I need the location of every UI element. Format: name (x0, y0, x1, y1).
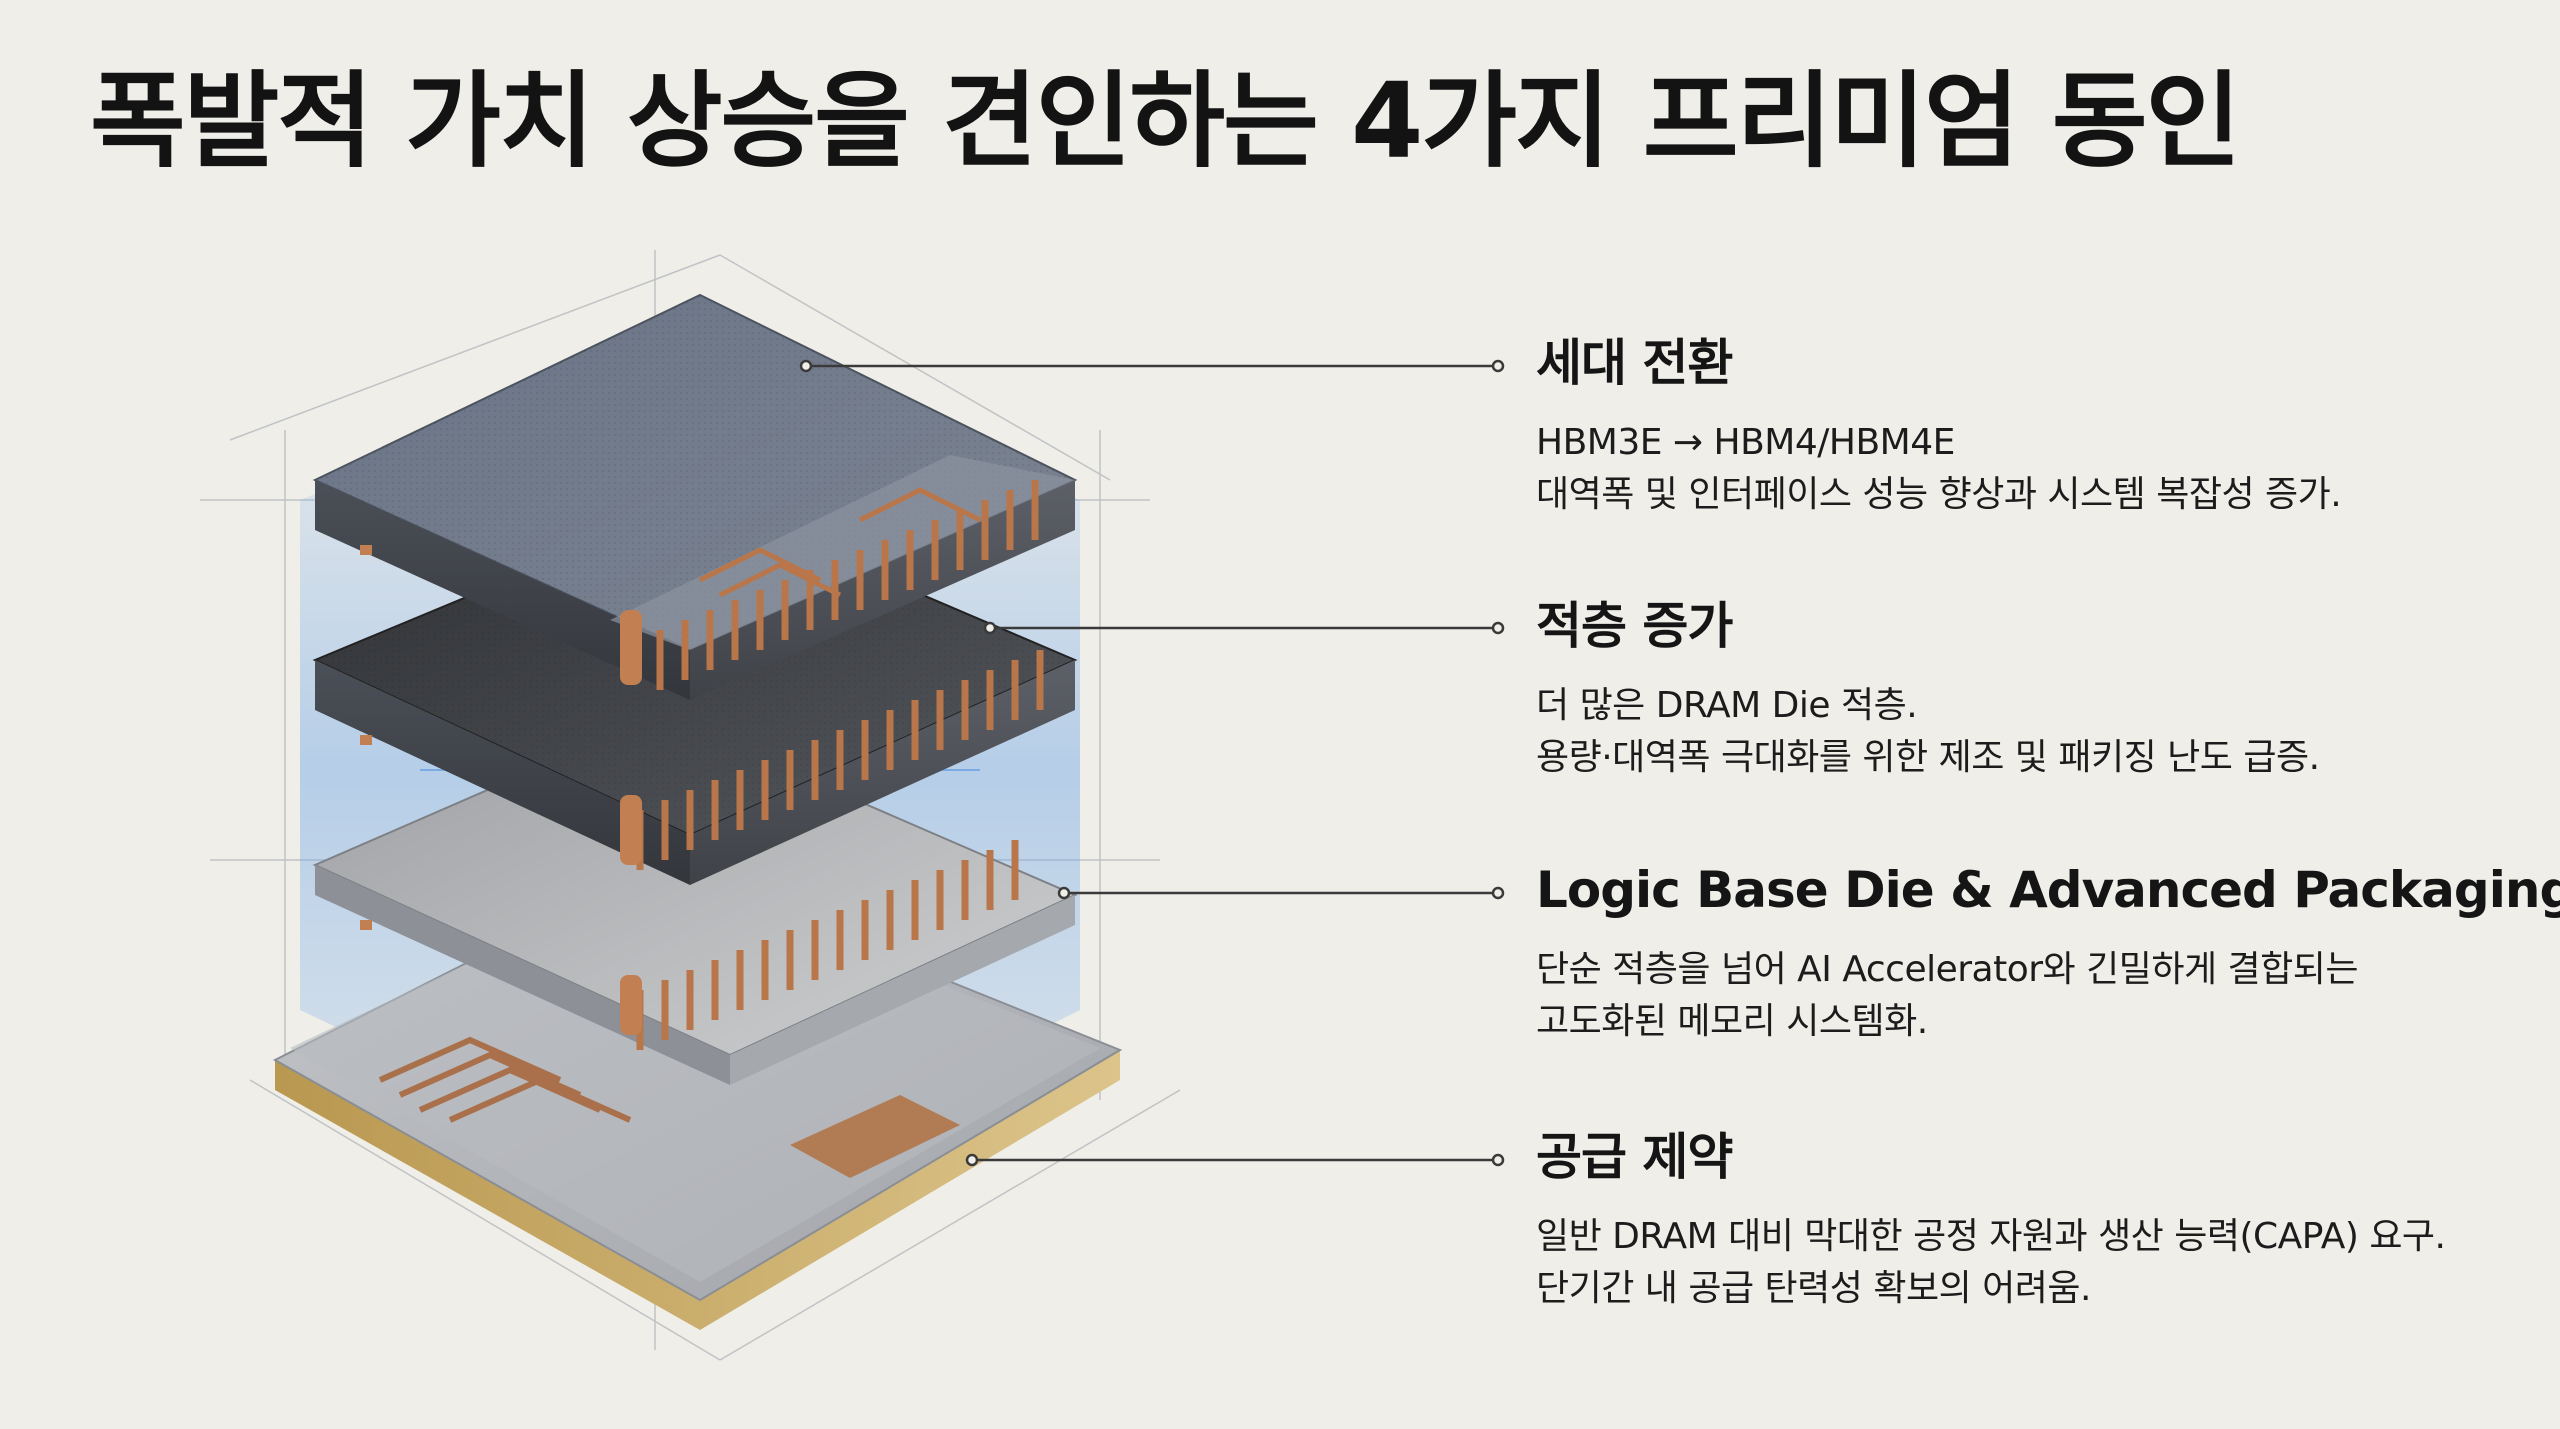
callout-logic-base-die: Logic Base Die & Advanced Packaging 단순 적… (1536, 860, 2560, 1048)
callout-title: 적층 증가 (1536, 597, 1733, 655)
callout-title: 세대 전환 (1536, 334, 1733, 392)
callout-generation-transition: 세대 전환 HBM3E → HBM4/HBM4E 대역폭 및 인터페이스 성능 … (1536, 333, 2536, 521)
callout-text: HBM3E → HBM4/HBM4E (1536, 422, 1955, 463)
dram-die-top (312, 293, 1078, 700)
callout-text: 더 많은 DRAM Die 적층. (1536, 685, 1918, 726)
callout-text: 일반 DRAM 대비 막대한 공정 자원과 생산 능력(CAPA) 요구. (1536, 1216, 2446, 1257)
callout-supply-constraint: 공급 제약 일반 DRAM 대비 막대한 공정 자원과 생산 능력(CAPA) … (1536, 1127, 2536, 1315)
callout-text: 단기간 내 공급 탄력성 확보의 어려움. (1536, 1268, 2091, 1309)
page-title: 폭발적 가치 상승을 견인하는 4가지 프리미엄 동인 (90, 60, 2241, 182)
callout-title: Logic Base Die & Advanced Packaging (1536, 861, 2560, 919)
hbm-stack-illustration (200, 250, 1181, 1361)
callout-text: 고도화된 메모리 시스템화. (1536, 1001, 1928, 1042)
callout-title: 공급 제약 (1536, 1128, 1733, 1186)
callout-text: 단순 적층을 넘어 AI Accelerator와 긴밀하게 결합되는 (1536, 949, 2359, 990)
callout-stack-increase: 적층 증가 더 많은 DRAM Die 적층. 용량·대역폭 극대화를 위한 제… (1536, 596, 2536, 784)
callout-text: 대역폭 및 인터페이스 성능 향상과 시스템 복잡성 증가. (1536, 474, 2342, 515)
logic-base-die (312, 713, 1078, 1085)
callout-text: 용량·대역폭 극대화를 위한 제조 및 패키징 난도 급증. (1536, 737, 2320, 778)
